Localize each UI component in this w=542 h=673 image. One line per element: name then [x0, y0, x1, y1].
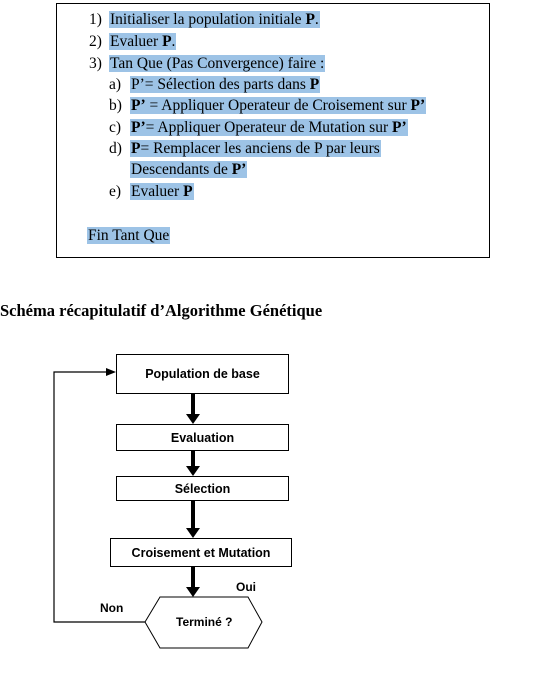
population-label: Population de base: [145, 367, 260, 381]
bold-variable: P: [131, 140, 141, 157]
arrow-pop-to-eval: [186, 394, 200, 424]
loop-back-line: [53, 371, 145, 623]
highlighted-text: Fin Tant Que: [87, 227, 171, 244]
arrow-sel-to-cross: [186, 501, 200, 538]
line-text: .: [314, 11, 319, 28]
algorithm-line: P= Remplacer les anciens de P par leurs: [130, 139, 381, 158]
selection-box: Sélection: [116, 476, 289, 501]
bold-variable: P: [183, 183, 193, 200]
line-text: = Appliquer Operateur de Mutation sur: [145, 119, 392, 136]
line-text: = Appliquer Operateur de Croisement sur: [145, 97, 411, 114]
highlighted-text: Evaluer P.: [109, 33, 177, 50]
line-text: .: [171, 33, 176, 50]
algorithm-line: P’= Appliquer Operateur de Mutation sur …: [130, 118, 408, 137]
highlighted-text: P’ = Appliquer Operateur de Croisement s…: [130, 97, 427, 114]
line-text: Evaluer: [110, 33, 163, 50]
algorithm-line: Evaluer P.: [109, 32, 177, 51]
algorithm-line-number: 1): [89, 11, 102, 28]
algorithm-line: Initialiser la population initiale P.: [109, 10, 320, 29]
non-label: Non: [100, 601, 124, 615]
algorithm-line-number: a): [109, 76, 122, 93]
bold-variable: P’: [131, 119, 146, 136]
highlighted-text: P= Remplacer les anciens de P par leurs: [130, 140, 381, 157]
line-text: P’= Sélection des parts dans: [131, 76, 310, 93]
line-text: Initialiser la population initiale: [110, 11, 306, 28]
algorithm-line-number: 3): [89, 55, 102, 72]
line-text: Fin Tant Que: [88, 227, 170, 244]
algorithm-line: Evaluer P: [130, 182, 194, 201]
algorithm-line: Tan Que (Pas Convergence) faire :: [109, 54, 326, 73]
algorithm-line-number: c): [109, 119, 122, 136]
termine-label: Terminé ?: [176, 615, 233, 629]
bold-variable: P’: [392, 119, 407, 136]
algorithm-line-number: e): [109, 183, 122, 200]
algorithm-line-number: 2): [89, 33, 102, 50]
evaluation-label: Evaluation: [170, 430, 235, 445]
bold-variable: P’: [410, 97, 426, 114]
highlighted-text: Descendants de P’: [130, 161, 248, 178]
oui-label: Oui: [236, 580, 256, 594]
bold-variable: P: [309, 76, 320, 93]
selection-label: Sélection: [174, 481, 231, 496]
decision-hexagon: [144, 596, 263, 649]
algorithm-line: Descendants de P’: [130, 160, 248, 179]
algorithm-line-number: b): [109, 97, 122, 114]
line-text: Evaluer: [131, 183, 184, 200]
bold-variable: P: [305, 11, 315, 28]
algorithm-line: P’= Sélection des parts dans P: [130, 75, 321, 94]
line-text: Tan Que (Pas Convergence) faire :: [110, 55, 325, 72]
loop-back-arrowhead: [106, 368, 116, 376]
algorithm-line: Fin Tant Que: [87, 226, 171, 245]
algorithm-line: P’ = Appliquer Operateur de Croisement s…: [130, 96, 427, 115]
algorithm-box: [56, 3, 490, 258]
arrow-cross-to-termine: [186, 567, 200, 597]
line-text: = Remplacer les anciens de P par leurs: [140, 140, 380, 157]
highlighted-text: P’= Appliquer Operateur de Mutation sur …: [130, 119, 408, 136]
croisement-label: Croisement et Mutation: [131, 545, 271, 560]
section-title: Schéma récapitulatif d’Algorithme Généti…: [0, 301, 323, 320]
arrow-eval-to-sel: [186, 451, 200, 476]
bold-variable: P: [162, 33, 172, 50]
line-text: Descendants de: [131, 161, 232, 178]
bold-variable: P’: [231, 161, 247, 178]
croisement-box: Croisement et Mutation: [110, 538, 292, 567]
highlighted-text: Tan Que (Pas Convergence) faire :: [109, 55, 326, 72]
algorithm-line-number: d): [109, 140, 122, 157]
population-box: Population de base: [116, 354, 289, 394]
highlighted-text: Initialiser la population initiale P.: [109, 11, 320, 28]
highlighted-text: P’= Sélection des parts dans P: [130, 76, 321, 93]
bold-variable: P’: [131, 97, 146, 114]
highlighted-text: Evaluer P: [130, 183, 194, 200]
evaluation-box: Evaluation: [116, 424, 289, 451]
